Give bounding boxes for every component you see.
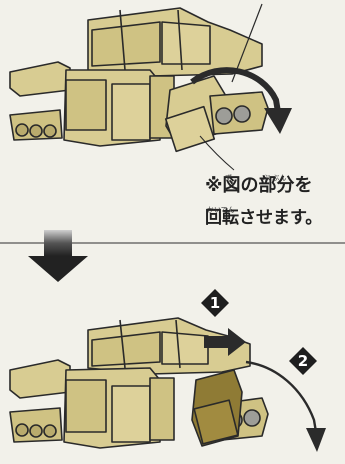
leader-line — [199, 135, 235, 171]
rotation-note: ず ぶ ぶん ※図の部分を かいてん 回転させます。 — [205, 162, 345, 228]
step-2-marker: 2 — [288, 346, 318, 376]
ruby-zu: ず — [225, 174, 232, 182]
ruby-kaiten: かいてん — [207, 206, 235, 214]
ruby-bubun: ぶ ぶん — [263, 174, 287, 182]
vehicle-bottom — [9, 317, 269, 449]
note-line-2: 回転させます。 — [205, 208, 323, 228]
step-1-marker: 1 — [200, 288, 230, 318]
step-1-label: 1 — [209, 294, 221, 312]
diamond-icon — [201, 289, 229, 317]
note-line-1: ※図の部分を — [205, 175, 313, 196]
rotation-arrow-bottom — [245, 360, 326, 452]
down-arrow — [28, 230, 88, 282]
diamond-icon — [289, 347, 317, 375]
vehicle-top — [9, 7, 269, 153]
push-arrow — [204, 328, 246, 356]
step-2-label: 2 — [297, 352, 309, 370]
rotation-arrow-top — [190, 67, 292, 134]
